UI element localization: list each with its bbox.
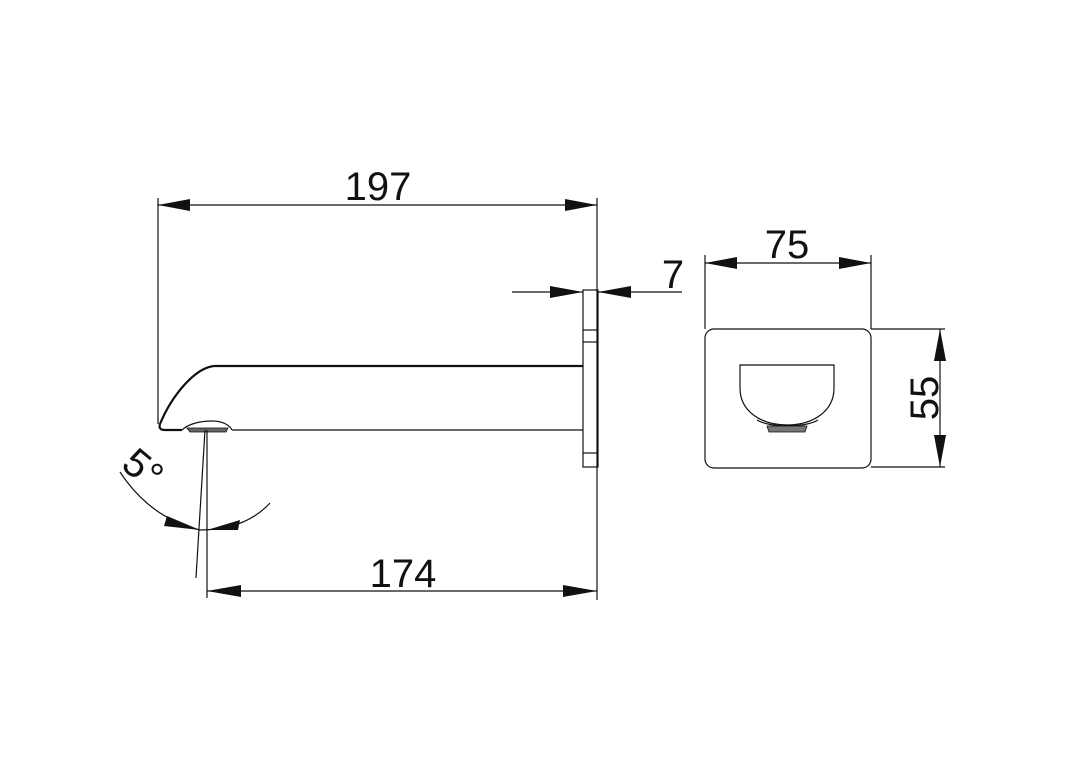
outlet-aerator [766, 425, 808, 433]
spout-outline [158, 364, 583, 433]
dimension-overall-length: 197 [157, 165, 598, 600]
front-face [704, 328, 872, 469]
dimension-width: 75 [704, 223, 872, 329]
dimension-174-label: 174 [370, 552, 437, 596]
dimension-outlet-to-wall: 174 [207, 552, 597, 597]
outlet-opening [739, 364, 835, 426]
dimension-75-label: 75 [765, 223, 810, 267]
front-view: 75 55 [704, 223, 947, 469]
dimension-197-label: 197 [345, 165, 412, 209]
dimension-55-label: 55 [903, 376, 947, 421]
dimension-flange-thickness: 7 [512, 253, 684, 298]
dimension-7-label: 7 [662, 253, 684, 297]
dimension-5deg-label: 5° [114, 440, 172, 498]
dimension-height: 55 [871, 328, 947, 468]
wall-flange [582, 289, 599, 468]
dimension-outlet-angle: 5° [114, 429, 271, 598]
side-view: 197 7 5° 174 [114, 165, 684, 600]
